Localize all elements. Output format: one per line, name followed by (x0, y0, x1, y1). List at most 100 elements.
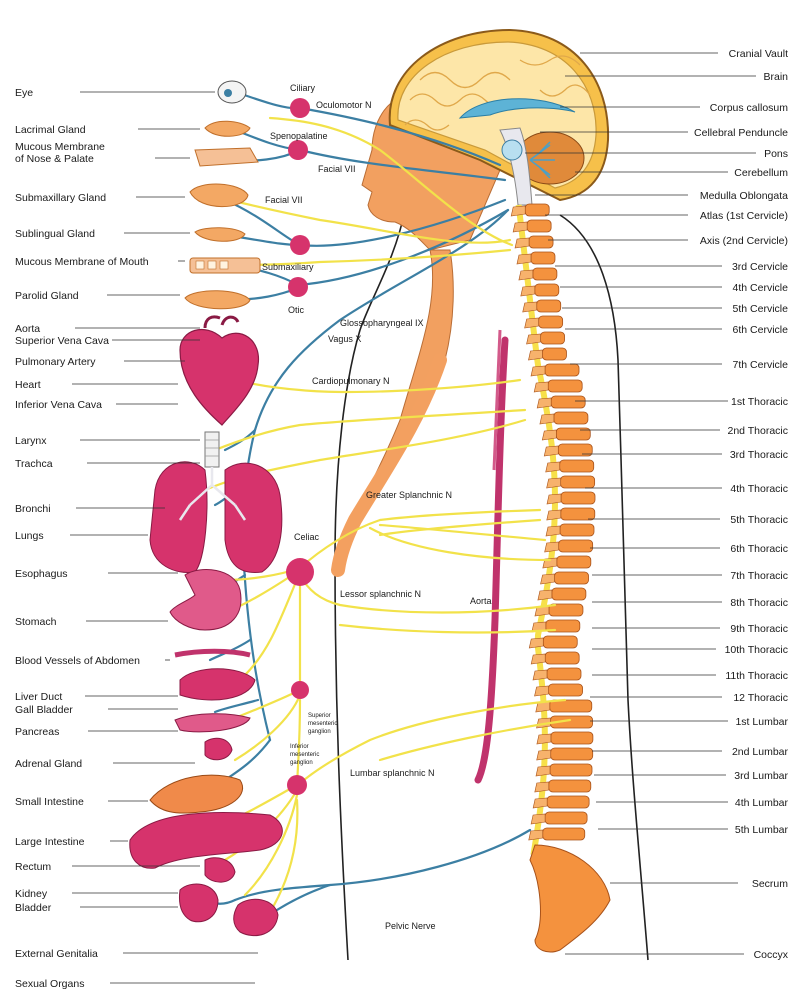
label-facial-b: Facial VII (265, 195, 303, 205)
label-sacrum: Secrum (752, 878, 788, 890)
vertebral-process (545, 461, 561, 473)
kidney-organ (179, 883, 219, 923)
label-kidney: Kidney (15, 888, 48, 900)
sublingual-gland-organ (194, 227, 246, 242)
heart-organ (179, 328, 260, 426)
label-inferior-vena-cava: Inferior Vena Cava (15, 399, 102, 411)
vertebral-process (534, 685, 549, 697)
label-leaders (70, 52, 756, 984)
label-sup-mesenteric-1: Superior (308, 713, 331, 719)
label-c5: 5th Cervicle (733, 303, 789, 315)
vertebra (544, 811, 588, 825)
left-labels: Eye Lacrimal Gland Mucous Membrane of No… (15, 87, 149, 990)
vertebra (526, 219, 552, 233)
label-medulla: Medulla Oblongata (700, 190, 788, 202)
vertebral-process (528, 829, 544, 841)
liver-organ (179, 668, 256, 701)
vertebra (547, 379, 583, 393)
label-atlas: Atlas (1st Cervicle) (700, 210, 788, 222)
label-l3: 3rd Lumbar (734, 770, 788, 782)
vertebral-process (528, 637, 544, 649)
label-adrenal-gland: Adrenal Gland (15, 758, 82, 770)
vertebral-process (540, 573, 555, 585)
nerve-labels: Ciliary Oculomotor N Spenopalatine Facia… (262, 83, 492, 931)
label-aorta-spine: Aorta (470, 596, 492, 606)
vertebra (550, 747, 594, 761)
label-c6: 6th Cervicle (733, 324, 789, 336)
vertebra (559, 459, 595, 473)
vertebral-process (510, 205, 526, 217)
aorta-vessel (474, 336, 509, 784)
organs (129, 80, 283, 937)
abdomen-vessels-organ (174, 648, 251, 658)
vertebral-process (524, 317, 539, 329)
lacrimal-gland-organ (204, 120, 251, 137)
vertebral-process (544, 541, 559, 553)
vertebral-process (534, 781, 550, 793)
nose-membrane-organ (194, 147, 259, 167)
rectum-organ (204, 857, 236, 883)
vertebra (551, 587, 587, 601)
label-blood-vessels-abdomen: Blood Vessels of Abdomen (15, 655, 140, 667)
vertebra (549, 763, 593, 777)
label-aorta: Aorta (15, 323, 40, 335)
label-l1: 1st Lumbar (735, 716, 788, 728)
label-superior-vena-cava: Superior Vena Cava (15, 335, 109, 347)
vertebra (560, 507, 596, 521)
lung-left-organ (149, 461, 208, 574)
label-c7: 7th Cervicle (733, 359, 789, 371)
vertebra (544, 651, 580, 665)
small-intestine-organ (149, 774, 243, 814)
vertebra (542, 635, 578, 649)
ganglia (286, 98, 314, 795)
lung-right-organ (224, 462, 283, 574)
adrenal-organ (204, 737, 233, 761)
inferior-mesenteric-ganglion (287, 775, 307, 795)
label-trachea: Trachca (15, 458, 53, 470)
vertebral-process (537, 589, 553, 601)
otic-ganglion (288, 277, 308, 297)
submaxillary-gland-organ (189, 183, 249, 208)
submaxillary-ganglion (290, 235, 310, 255)
label-t9: 9th Thoracic (730, 623, 788, 635)
label-t8: 8th Thoracic (730, 597, 788, 609)
label-t1: 1st Thoracic (731, 396, 788, 408)
parotid-gland-organ (184, 290, 251, 310)
label-celiac: Celiac (294, 532, 320, 542)
label-pancreas: Pancreas (15, 726, 59, 738)
label-gall-bladder: Gall Bladder (15, 704, 73, 716)
large-intestine-organ (129, 812, 283, 869)
label-glossopharyngeal: Glossopharyngeal IX (340, 318, 424, 328)
vertebral-process (528, 349, 543, 361)
label-sublingual-gland: Sublingual Gland (15, 228, 95, 240)
label-heart: Heart (15, 379, 41, 391)
eye-organ (217, 80, 247, 104)
label-submaxillary-ganglion: Submaxiliary (262, 262, 314, 272)
sacrum-bone (529, 844, 611, 953)
label-inf-mesenteric-3: ganglion (290, 760, 313, 766)
label-eye: Eye (15, 87, 33, 99)
vertebral-process (541, 429, 557, 441)
label-t5: 5th Thoracic (730, 514, 788, 526)
trachea-organ (204, 431, 220, 468)
vertebra (556, 555, 592, 569)
vertebral-process (518, 269, 534, 281)
label-t11: 11th Thoracic (725, 670, 788, 682)
vertebra (544, 363, 580, 377)
vertebra (538, 315, 564, 329)
ciliary-ganglion (290, 98, 310, 118)
vertebra (550, 731, 594, 745)
label-t10: 10th Thoracic (725, 644, 788, 656)
sphenopalatine-ganglion (288, 140, 308, 160)
label-t4: 4th Thoracic (730, 483, 788, 495)
label-vagus: Vagus X (328, 334, 361, 344)
label-rectum: Rectum (15, 861, 51, 873)
label-lesser-splanchnic: Lessor splanchnic N (340, 589, 421, 599)
label-sup-mesenteric-3: ganglion (308, 729, 331, 735)
vertebral-process (543, 445, 559, 457)
label-lumbar-splanchnic: Lumbar splanchnic N (350, 768, 435, 778)
label-c3: 3rd Cervicle (732, 261, 788, 273)
label-submaxillary-gland: Submaxillary Gland (15, 192, 106, 204)
vertebra (546, 795, 590, 809)
vertebra (524, 203, 550, 217)
